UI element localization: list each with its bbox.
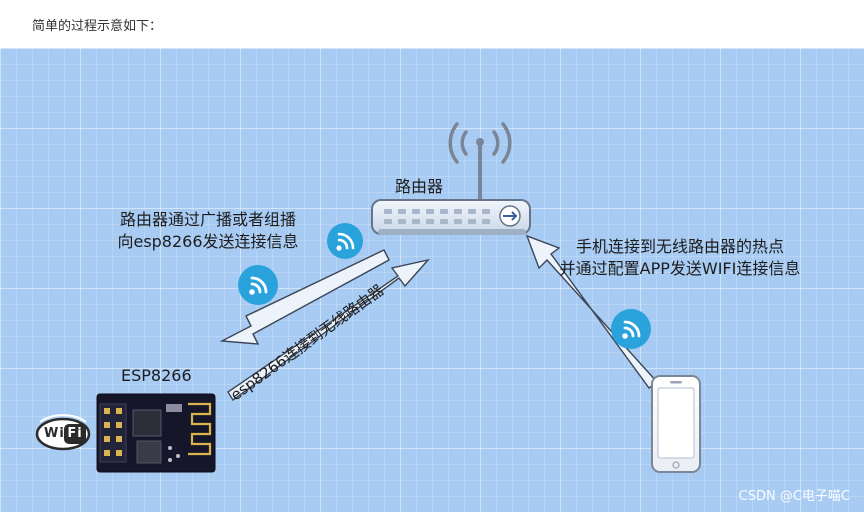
broadcast-line-2: 向esp8266发送连接信息 [117,232,299,251]
esp8266-board-icon [96,393,216,473]
wifi-logo-icon [35,414,91,451]
phone-arrow [525,234,659,389]
diagram-graphics [35,122,701,473]
phone-description: 手机连接到无线路由器的热点 并通过配置APP发送WIFI连接信息 [542,236,818,280]
wifi-badge-icon [611,309,651,349]
router-antenna [448,122,512,202]
broadcast-line-1: 路由器通过广播或者组播 [119,210,296,229]
watermark: CSDN @C电子喵C [738,489,850,504]
broadcast-description: 路由器通过广播或者组播 向esp8266发送连接信息 [106,209,310,253]
phone-line-1: 手机连接到无线路由器的热点 [575,237,784,256]
broadcast-arrow [219,249,390,345]
router-label: 路由器 [395,177,444,196]
router-icon [371,199,531,235]
phone-line-2: 并通过配置APP发送WIFI连接信息 [559,259,801,278]
connect-arrow [227,258,430,402]
intro-text: 简单的过程示意如下： [32,19,163,34]
wifi-badge-icon [327,223,363,259]
esp8266-label: ESP8266 [121,366,192,385]
diagram-canvas: 路由器 路由器通过广播或者组播 向esp8266发送连接信息 手机连接到无线路由… [0,48,864,512]
phone-icon [651,375,701,473]
wifi-badge-icon [238,265,278,305]
